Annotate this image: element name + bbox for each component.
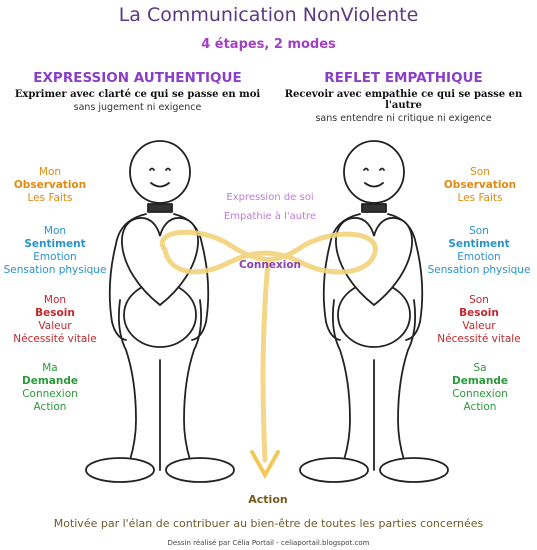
right-step-besoin: Son Besoin Valeur Nécessité vitale [424,294,534,346]
left-step-sentiment-l3: Emotion [33,251,77,263]
right-step-sentiment-l2: Sentiment [448,238,510,250]
left-step-demande: Ma Demande Connexion Action [0,362,100,414]
right-step-sentiment-l1: Son [469,225,489,237]
left-step-besoin-l3: Valeur [38,320,72,332]
left-step-observation-l1: Mon [38,166,62,178]
right-step-observation-l1: Son [470,166,490,178]
credit-text: Dessin réalisé par Célia Portail - celia… [167,539,370,547]
right-step-sentiment-l4: Sensation physique [427,264,531,276]
right-step-observation-l2: Observation [443,179,517,191]
left-step-besoin-l4: Nécessité vitale [13,333,97,345]
left-step-sentiment-l2: Sentiment [24,238,86,250]
left-step-demande-l2: Demande [22,375,78,387]
right-mode-header: REFLET EMPATHIQUE Recevoir avec empathie… [270,70,537,124]
right-step-besoin-l4: Nécessité vitale [437,333,521,345]
right-step-demande: Sa Demande Connexion Action [430,362,530,414]
right-figure [299,140,449,483]
right-step-besoin-l2: Besoin [459,307,499,319]
self-expression-label: Expression de soi [226,192,314,203]
left-step-besoin-l1: Mon [43,294,67,306]
left-mode-line1: Exprimer avec clarté ce qui se passe en … [14,89,261,100]
right-step-demande-l4: Action [463,401,497,413]
connection-label: Connexion [238,259,302,271]
action-label: Action [248,493,288,506]
right-mode-heading: REFLET EMPATHIQUE [324,70,483,86]
left-mode-line2: sans jugement ni exigence [73,102,202,113]
left-mode-header: EXPRESSION AUTHENTIQUE Exprimer avec cla… [0,70,275,113]
right-mode-line2: sans entendre ni critique ni exigence [315,113,492,124]
left-step-besoin-l2: Besoin [35,307,75,319]
right-step-sentiment: Son Sentiment Emotion Sensation physique [424,225,534,277]
page-subtitle: 4 étapes, 2 modes [201,37,336,52]
right-step-observation: Son Observation Les Faits [430,166,530,205]
page-title: La Communication NonViolente [118,4,419,26]
right-step-besoin-l3: Valeur [462,320,496,332]
motto-text: Motivée par l'élan de contribuer au bien… [53,517,484,530]
left-heart-icon [121,217,199,307]
action-arrow-icon [250,450,280,480]
left-step-sentiment-l4: Sensation physique [3,264,107,276]
right-step-demande-l2: Demande [452,375,508,387]
left-step-demande-l3: Connexion [22,388,78,400]
left-mode-heading: EXPRESSION AUTHENTIQUE [33,70,242,86]
connection-loop [159,229,378,463]
right-heart-icon [335,217,413,307]
right-step-demande-l1: Sa [473,362,487,374]
left-step-sentiment: Mon Sentiment Emotion Sensation physique [0,225,110,277]
left-step-demande-l4: Action [33,401,67,413]
left-step-observation-l2: Observation [13,179,87,191]
right-step-besoin-l1: Son [469,294,489,306]
left-step-besoin: Mon Besoin Valeur Nécessité vitale [0,294,110,346]
right-step-demande-l3: Connexion [452,388,508,400]
left-step-observation-l3: Les Faits [27,192,73,204]
left-step-demande-l1: Ma [42,362,58,374]
left-step-observation: Mon Observation Les Faits [0,166,100,205]
empathy-label: Empathie à l'autre [223,211,317,222]
right-step-sentiment-l3: Emotion [457,251,501,263]
right-mode-line1: Recevoir avec empathie ce qui se passe e… [284,89,523,111]
left-step-sentiment-l1: Mon [43,225,67,237]
left-figure [85,140,235,483]
right-step-observation-l3: Les Faits [457,192,503,204]
